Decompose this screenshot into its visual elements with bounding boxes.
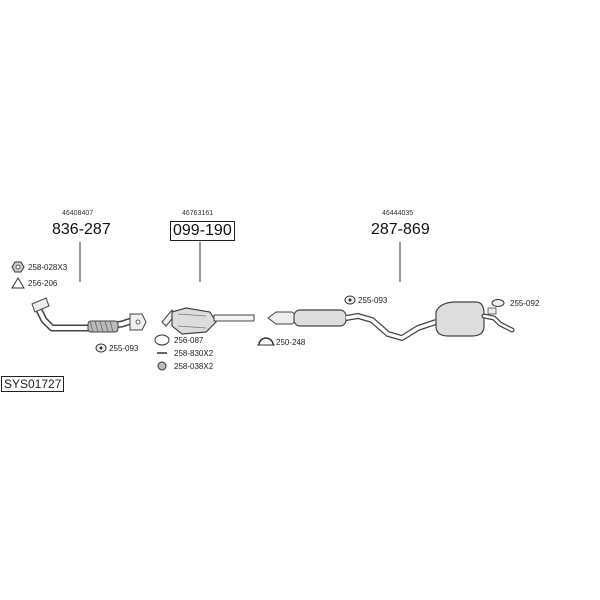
hardware-label[interactable]: 258-038X2 xyxy=(174,362,214,371)
oe-number: 46408407 xyxy=(62,210,94,217)
flange-nut-hole-icon xyxy=(15,264,21,270)
hardware-label[interactable]: 255-093 xyxy=(109,344,139,353)
hardware-label[interactable]: 255-093 xyxy=(358,296,388,305)
hardware-label[interactable]: 250-248 xyxy=(276,338,306,347)
rubber-mount-hole-d1 xyxy=(348,298,352,302)
catalytic-converter xyxy=(161,307,255,335)
gasket-triangle-icon xyxy=(11,277,25,289)
oe-number: 46763161 xyxy=(182,210,214,217)
hardware-label[interactable]: 258-830X2 xyxy=(174,349,214,358)
front-pipe xyxy=(31,297,147,333)
gasket-ring-icon xyxy=(154,334,170,346)
system-code: SYS01727 xyxy=(1,376,65,392)
rubber-mount-hole-a3 xyxy=(99,346,103,350)
hardware-label[interactable]: 255-092 xyxy=(510,299,540,308)
oe-number: 46444035 xyxy=(382,210,414,217)
hardware-label[interactable]: 256-087 xyxy=(174,336,204,345)
clamp-icon xyxy=(258,337,274,346)
rubber-mount-icon-e1 xyxy=(491,299,505,307)
hardware-label[interactable]: 256-206 xyxy=(28,279,58,288)
part-number-selected[interactable]: 099-190 xyxy=(170,221,235,241)
hardware-label[interactable]: 258-028X3 xyxy=(28,263,68,272)
middle-and-rear-silencer xyxy=(267,301,515,341)
nut-icon xyxy=(157,361,167,371)
part-number[interactable]: 836-287 xyxy=(52,221,111,238)
part-number[interactable]: 287-869 xyxy=(371,221,430,238)
